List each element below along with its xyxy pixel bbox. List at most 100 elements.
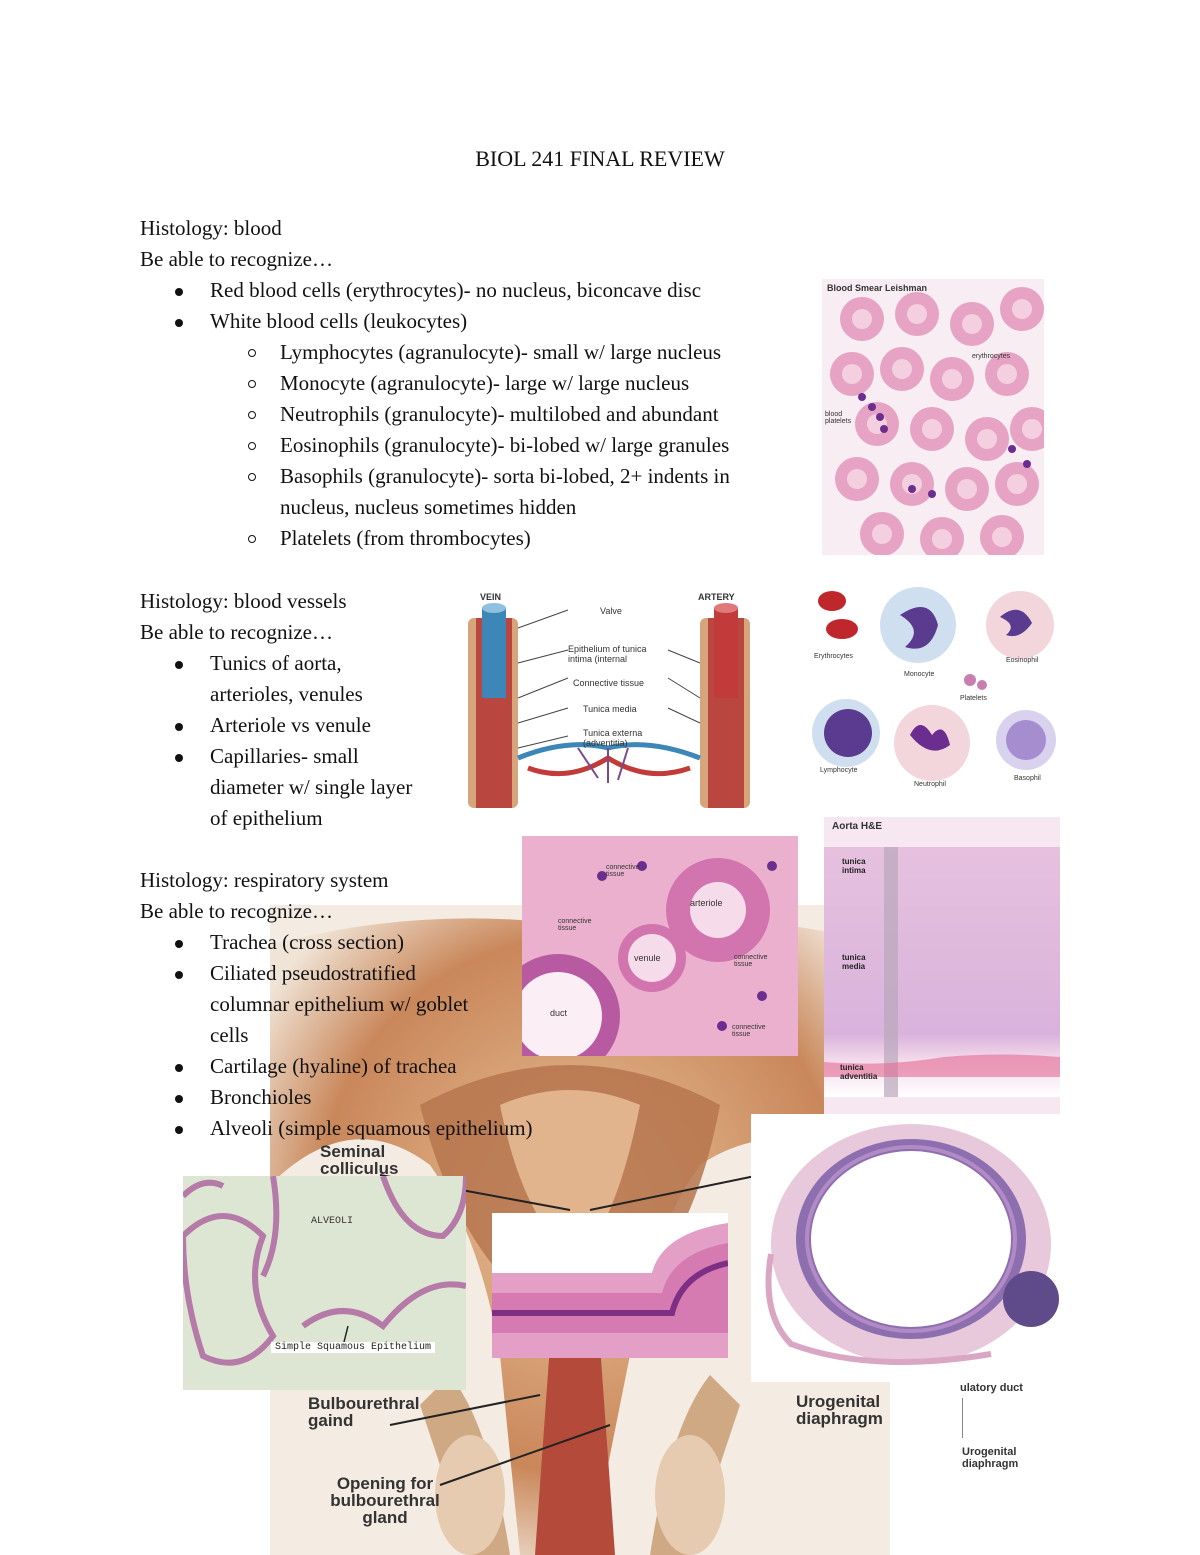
divider-line — [962, 1398, 963, 1438]
list-item: Eosinophils (granulocyte)- bi-lobed w/ l… — [140, 430, 820, 461]
media-label: Tunica media — [583, 704, 637, 714]
platelet-dot — [880, 425, 888, 433]
bullet-icon — [175, 723, 183, 731]
monocyte-cell-label: Monocyte — [904, 671, 935, 678]
list-item: Lymphocytes (agranulocyte)- small w/ lar… — [140, 337, 820, 368]
erythrocytes-cell-label: Erythrocytes — [814, 653, 853, 660]
platelet-dot — [1008, 445, 1016, 453]
platelet-dot — [876, 413, 884, 421]
list-item-continuation: columnar epithelium w/ goblet — [210, 992, 469, 1016]
platelets-label: blood platelets — [825, 411, 852, 425]
ct-label-1: connective tissue — [606, 864, 640, 878]
list-item: Capillaries- small — [140, 741, 460, 772]
bulbourethral-label: Bulbourethral gaind — [308, 1394, 420, 1430]
page-title: BIOL 241 FINAL REVIEW — [475, 146, 725, 171]
opening-label: Opening for bulbourethral gland — [330, 1474, 440, 1527]
vessels-section: Histology: blood vessels Be able to reco… — [140, 586, 460, 834]
seminal-colliculus-label: Seminal colliculus — [320, 1142, 399, 1178]
rbc-center — [892, 359, 912, 379]
ct-label-2: connective tissue — [558, 918, 592, 932]
urogenital-label: Urogenital diaphragm — [796, 1392, 883, 1428]
smear-title: Blood Smear Leishman — [827, 283, 928, 293]
arteriole-venule-image: connective tissue arteriole connective t… — [522, 836, 798, 1056]
list-item-continuation: diameter w/ single layer — [210, 775, 413, 799]
bullet-icon — [175, 661, 183, 669]
respiratory-heading: Histology: respiratory system — [140, 868, 389, 892]
list-item-continuation: nucleus, nucleus sometimes hidden — [280, 495, 577, 519]
list-item: Neutrophils (granulocyte)- multilobed an… — [140, 399, 820, 430]
circle-bullet-icon — [248, 442, 256, 450]
connective-label: Connective tissue — [573, 678, 645, 688]
arteriole-label: arteriole — [690, 898, 723, 908]
trachea-cross-section-image — [751, 1114, 1069, 1382]
venule-label: venule — [634, 953, 661, 963]
list-item: Ciliated pseudostratified — [140, 958, 600, 989]
ciliated-epithelium-image — [492, 1213, 728, 1358]
bullet-icon — [175, 1095, 183, 1103]
aorta-title: Aorta H&E — [832, 821, 883, 832]
list-item-continuation: cells — [210, 1023, 249, 1047]
list-item: Tunics of aorta, — [140, 648, 460, 679]
list-item: Trachea (cross section) — [140, 927, 600, 958]
respiratory-sub: Be able to recognize… — [140, 899, 333, 923]
list-item: Red blood cells (erythrocytes)- no nucle… — [140, 275, 820, 306]
rbc-center — [842, 364, 862, 384]
blood-section: Histology: blood Be able to recognize… R… — [140, 213, 820, 554]
rbc-center — [1012, 299, 1032, 319]
basophil-cell-label: Basophil — [1014, 775, 1041, 782]
blood-heading: Histology: blood — [140, 216, 282, 240]
erythrocytes-label: erythrocytes — [972, 353, 1011, 360]
bullet-icon — [175, 940, 183, 948]
alveoli-title: ALVEOLI — [311, 1216, 354, 1227]
rbc-center — [922, 419, 942, 439]
tunica-intima-label: tunica intima — [842, 857, 866, 875]
vessels-sub: Be able to recognize… — [140, 620, 333, 644]
list-item: Bronchioles — [140, 1082, 600, 1113]
rbc-center — [852, 309, 872, 329]
alveoli-caption: Simple Squamous Epithelium — [271, 1342, 436, 1353]
bullet-icon — [175, 288, 183, 296]
bullet-icon — [175, 1064, 183, 1072]
blood-cell-types-image: Erythrocytes Monocyte Eosinophil Platele… — [810, 585, 1060, 790]
vein-artery-diagram: VEIN ARTERY Valve Epithelium of tunica i… — [458, 588, 760, 820]
eosinophil-cell-label: Eosinophil — [1006, 657, 1039, 664]
list-item-continuation: of epithelium — [210, 806, 323, 830]
alveoli-image: ALVEOLI Simple Squamous Epithelium — [183, 1176, 466, 1390]
urogenital-diaphragm-label-2: Urogenital diaphragm — [962, 1446, 1019, 1470]
bullet-icon — [175, 319, 183, 327]
circle-bullet-icon — [248, 380, 256, 388]
rbc-center — [1007, 474, 1027, 494]
platelet-dot — [928, 490, 936, 498]
vein-label: VEIN — [480, 592, 502, 602]
list-item-continuation: arterioles, venules — [210, 682, 363, 706]
platelet-dot — [1023, 460, 1031, 468]
rbc-center — [1022, 419, 1042, 439]
circle-bullet-icon — [248, 411, 256, 419]
rbc-center — [932, 529, 952, 549]
intima-label: Epithelium of tunica intima (internal — [568, 644, 647, 664]
artery-label: ARTERY — [698, 592, 735, 602]
rbc-center — [977, 429, 997, 449]
circle-bullet-icon — [248, 535, 256, 543]
blood-smear-image: Blood Smear Leishman erythrocytes blood … — [822, 279, 1044, 555]
duct-label: duct — [550, 1008, 568, 1018]
ejaculatory-duct-label: ulatory duct — [960, 1382, 1023, 1394]
bullet-icon — [175, 754, 183, 762]
rbc-center — [942, 369, 962, 389]
platelet-dot — [908, 485, 916, 493]
rbc-center — [847, 469, 867, 489]
tunica-media-label: tunica media — [842, 953, 866, 971]
lymphocyte-cell-label: Lymphocyte — [820, 767, 858, 774]
bullet-icon — [175, 1126, 183, 1134]
rbc-center — [907, 304, 927, 324]
valve-label: Valve — [600, 606, 622, 616]
blood-sub: Be able to recognize… — [140, 247, 333, 271]
rbc-center — [992, 527, 1012, 547]
rbc-center — [957, 479, 977, 499]
neutrophil-cell-label: Neutrophil — [914, 781, 946, 788]
list-item: White blood cells (leukocytes) — [140, 306, 820, 337]
aorta-he-image: Aorta H&E tunica intima tunica media tun… — [824, 817, 1060, 1125]
rbc-center — [902, 474, 922, 494]
respiratory-section: Histology: respiratory system Be able to… — [140, 865, 600, 1144]
platelet-dot — [868, 403, 876, 411]
